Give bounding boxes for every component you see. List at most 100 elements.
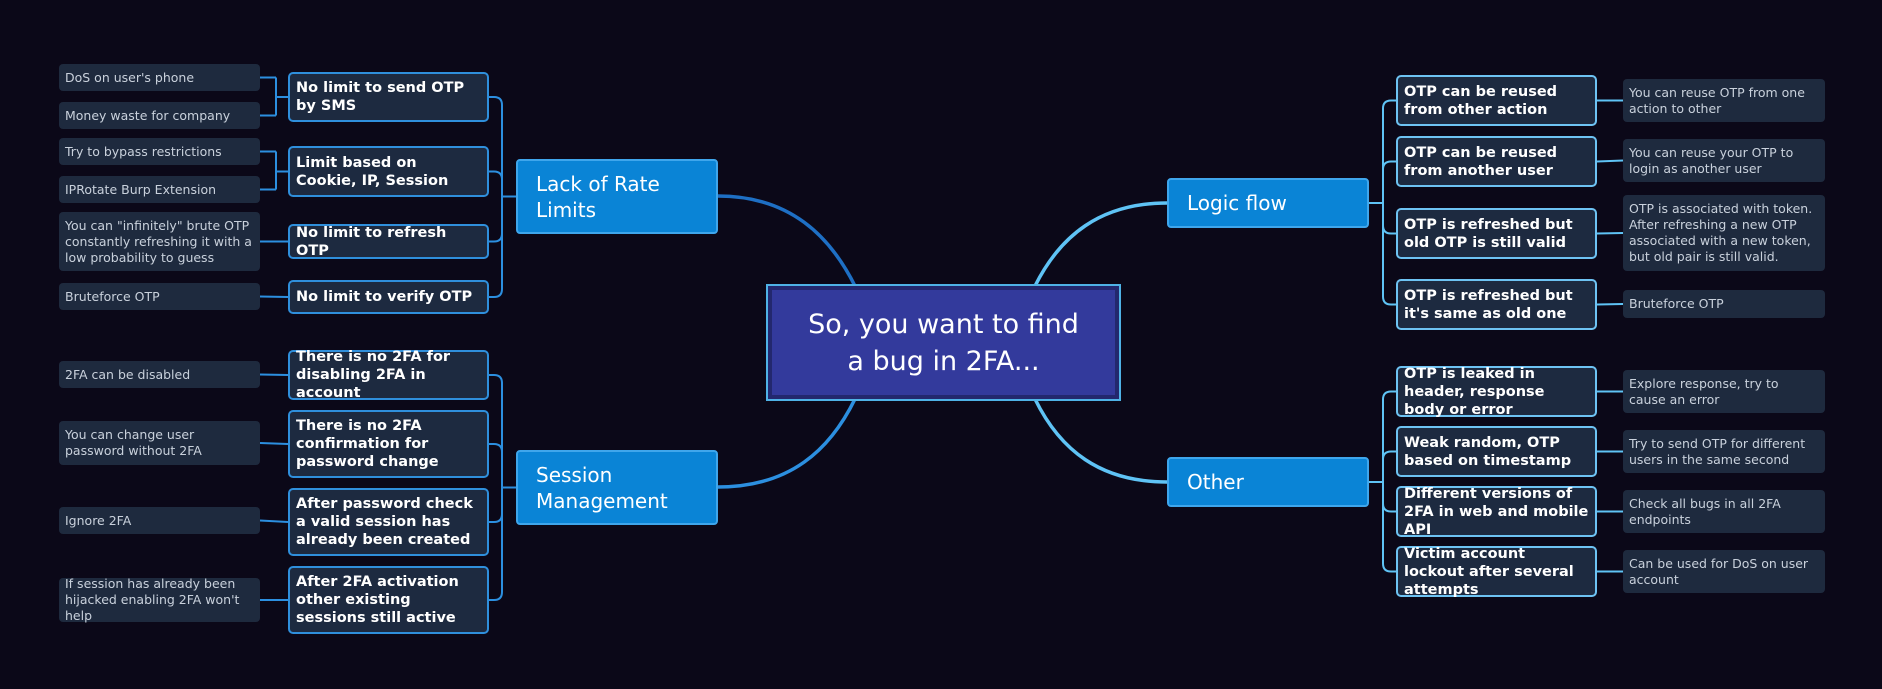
link-central-logic-flow [1033,201,1168,287]
topic-label: OTP can be reused from another user [1404,144,1558,179]
link-leaf [259,295,289,298]
link-leaf [1596,159,1624,163]
link-sub [1382,503,1396,513]
note-bypass-restrictions[interactable]: Try to bypass restrictions [59,138,260,165]
note-label: OTP is associated with token. After refr… [1629,201,1813,264]
topic-label: No limit to send OTP by SMS [296,80,465,114]
central-topic[interactable]: So, you want to find a bug in 2FA... [766,284,1121,401]
note-dos-users-phone[interactable]: DoS on user's phone [59,64,260,91]
link-sub [1382,563,1396,573]
branch-label: Other [1187,470,1244,494]
link-sub [489,233,503,243]
note-label: Can be used for DoS on user account [1629,555,1809,587]
topic-label: There is no 2FA for disabling 2FA in acc… [296,349,451,401]
note-reuse-otp-login[interactable]: You can reuse your OTP to login as anoth… [1623,139,1825,182]
note-reuse-otp-action[interactable]: You can reuse OTP from one action to oth… [1623,79,1825,122]
branch-label: Session Management [536,462,668,513]
note-session-hijacked[interactable]: If session has already been hijacked ena… [59,576,260,623]
branch-other[interactable]: Other [1167,457,1369,507]
link-sub [489,513,503,523]
topic-otp-reused-other-action[interactable]: OTP can be reused from other action [1396,75,1597,126]
topic-label: OTP is refreshed but old OTP is still va… [1404,216,1573,251]
link-leaf [259,373,289,376]
topic-account-lockout[interactable]: Victim account lockout after several att… [1396,545,1597,598]
note-label: Try to send OTP for different users in t… [1629,435,1806,467]
branch-label: Lack of Rate Limits [536,171,660,222]
topic-label: Weak random, OTP based on timestamp [1404,434,1572,469]
branch-session-management[interactable]: Session Management [516,450,718,525]
topic-no-2fa-disabling[interactable]: There is no 2FA for disabling 2FA in acc… [288,349,489,401]
topic-label: There is no 2FA confirmation for passwor… [296,418,439,470]
note-2fa-can-be-disabled[interactable]: 2FA can be disabled [59,361,260,388]
topic-sessions-still-active[interactable]: After 2FA activation other existing sess… [288,566,489,634]
note-label: You can reuse OTP from one action to oth… [1629,84,1805,116]
note-label: Ignore 2FA [65,512,132,528]
link-sub [489,170,503,180]
topic-label: Different versions of 2FA in web and mob… [1404,485,1589,538]
link-sub [489,288,503,298]
note-label: Try to bypass restrictions [65,143,222,159]
link-sub [489,96,503,106]
topic-no-2fa-password-change[interactable]: There is no 2FA confirmation for passwor… [288,410,489,478]
note-label: Explore response, try to cause an error [1629,375,1779,407]
link-sub [1382,99,1396,109]
topic-otp-leaked[interactable]: OTP is leaked in header, response body o… [1396,365,1597,418]
note-dos-user-account[interactable]: Can be used for DoS on user account [1623,550,1825,593]
topic-old-otp-still-valid[interactable]: OTP is refreshed but old OTP is still va… [1396,208,1597,259]
note-ignore-2fa[interactable]: Ignore 2FA [59,507,260,534]
topic-no-limit-verify-otp[interactable]: No limit to verify OTP [288,280,489,314]
link-sub [1382,390,1396,400]
topic-otp-reused-another-user[interactable]: OTP can be reused from another user [1396,136,1597,187]
link-leaf [1596,232,1624,235]
note-iprotate-burp[interactable]: IPRotate Burp Extension [59,176,260,203]
note-infinite-brute[interactable]: You can "infinitely" brute OTP constantl… [59,212,260,271]
link-sub [489,591,503,601]
note-explore-response[interactable]: Explore response, try to cause an error [1623,370,1825,413]
note-label: Check all bugs in all 2FA endpoints [1629,495,1781,527]
topic-session-after-password[interactable]: After password check a valid session has… [288,488,489,556]
topic-limit-cookie-ip-session[interactable]: Limit based on Cookie, IP, Session [288,146,489,197]
note-label: Bruteforce OTP [65,288,160,304]
note-check-all-endpoints[interactable]: Check all bugs in all 2FA endpoints [1623,490,1825,533]
link-sub [489,443,503,453]
link-leaf [259,442,289,445]
topic-no-limit-refresh-otp[interactable]: No limit to refresh OTP [288,224,489,259]
note-same-second[interactable]: Try to send OTP for different users in t… [1623,430,1825,473]
link-sub [1382,296,1396,306]
note-label: IPRotate Burp Extension [65,181,217,197]
note-label: You can "infinitely" brute OTP constantl… [65,217,252,265]
link-sub [1382,225,1396,235]
topic-otp-same-as-old[interactable]: OTP is refreshed but it's same as old on… [1396,279,1597,330]
note-bruteforce-otp-right[interactable]: Bruteforce OTP [1623,290,1825,318]
topic-label: Victim account lockout after several att… [1404,545,1574,598]
topic-no-limit-send-otp[interactable]: No limit to send OTP by SMS [288,72,489,122]
topic-different-versions[interactable]: Different versions of 2FA in web and mob… [1396,485,1597,538]
link-central-session-management [717,398,857,489]
topic-label: No limit to verify OTP [296,289,473,305]
note-label: If session has already been hijacked ena… [65,576,240,623]
link-leaf [1596,303,1624,306]
note-label: You can reuse your OTP to login as anoth… [1629,144,1794,176]
note-money-waste[interactable]: Money waste for company [59,102,260,129]
note-label: DoS on user's phone [65,69,195,85]
topic-label: OTP can be reused from other action [1404,83,1558,118]
central-topic-label: So, you want to find a bug in 2FA... [808,308,1079,377]
note-label: Money waste for company [65,107,231,123]
link-sub [1382,450,1396,460]
note-bruteforce-otp[interactable]: Bruteforce OTP [59,283,260,310]
note-change-password[interactable]: You can change user password without 2FA [59,421,260,465]
link-central-lack-of-rate-limits [717,194,857,287]
link-sub [1382,160,1396,170]
topic-label: After 2FA activation other existing sess… [296,574,459,626]
topic-label: No limit to refresh OTP [296,224,447,259]
topic-label: OTP is leaked in header, response body o… [1404,365,1545,418]
branch-lack-of-rate-limits[interactable]: Lack of Rate Limits [516,159,718,234]
topic-weak-random[interactable]: Weak random, OTP based on timestamp [1396,426,1597,477]
branch-logic-flow[interactable]: Logic flow [1167,178,1369,228]
branch-label: Logic flow [1187,191,1287,215]
topic-label: After password check a valid session has… [296,496,473,548]
note-label: Bruteforce OTP [1629,296,1724,311]
link-central-other [1033,398,1168,484]
note-otp-token-pair[interactable]: OTP is associated with token. After refr… [1623,195,1825,271]
